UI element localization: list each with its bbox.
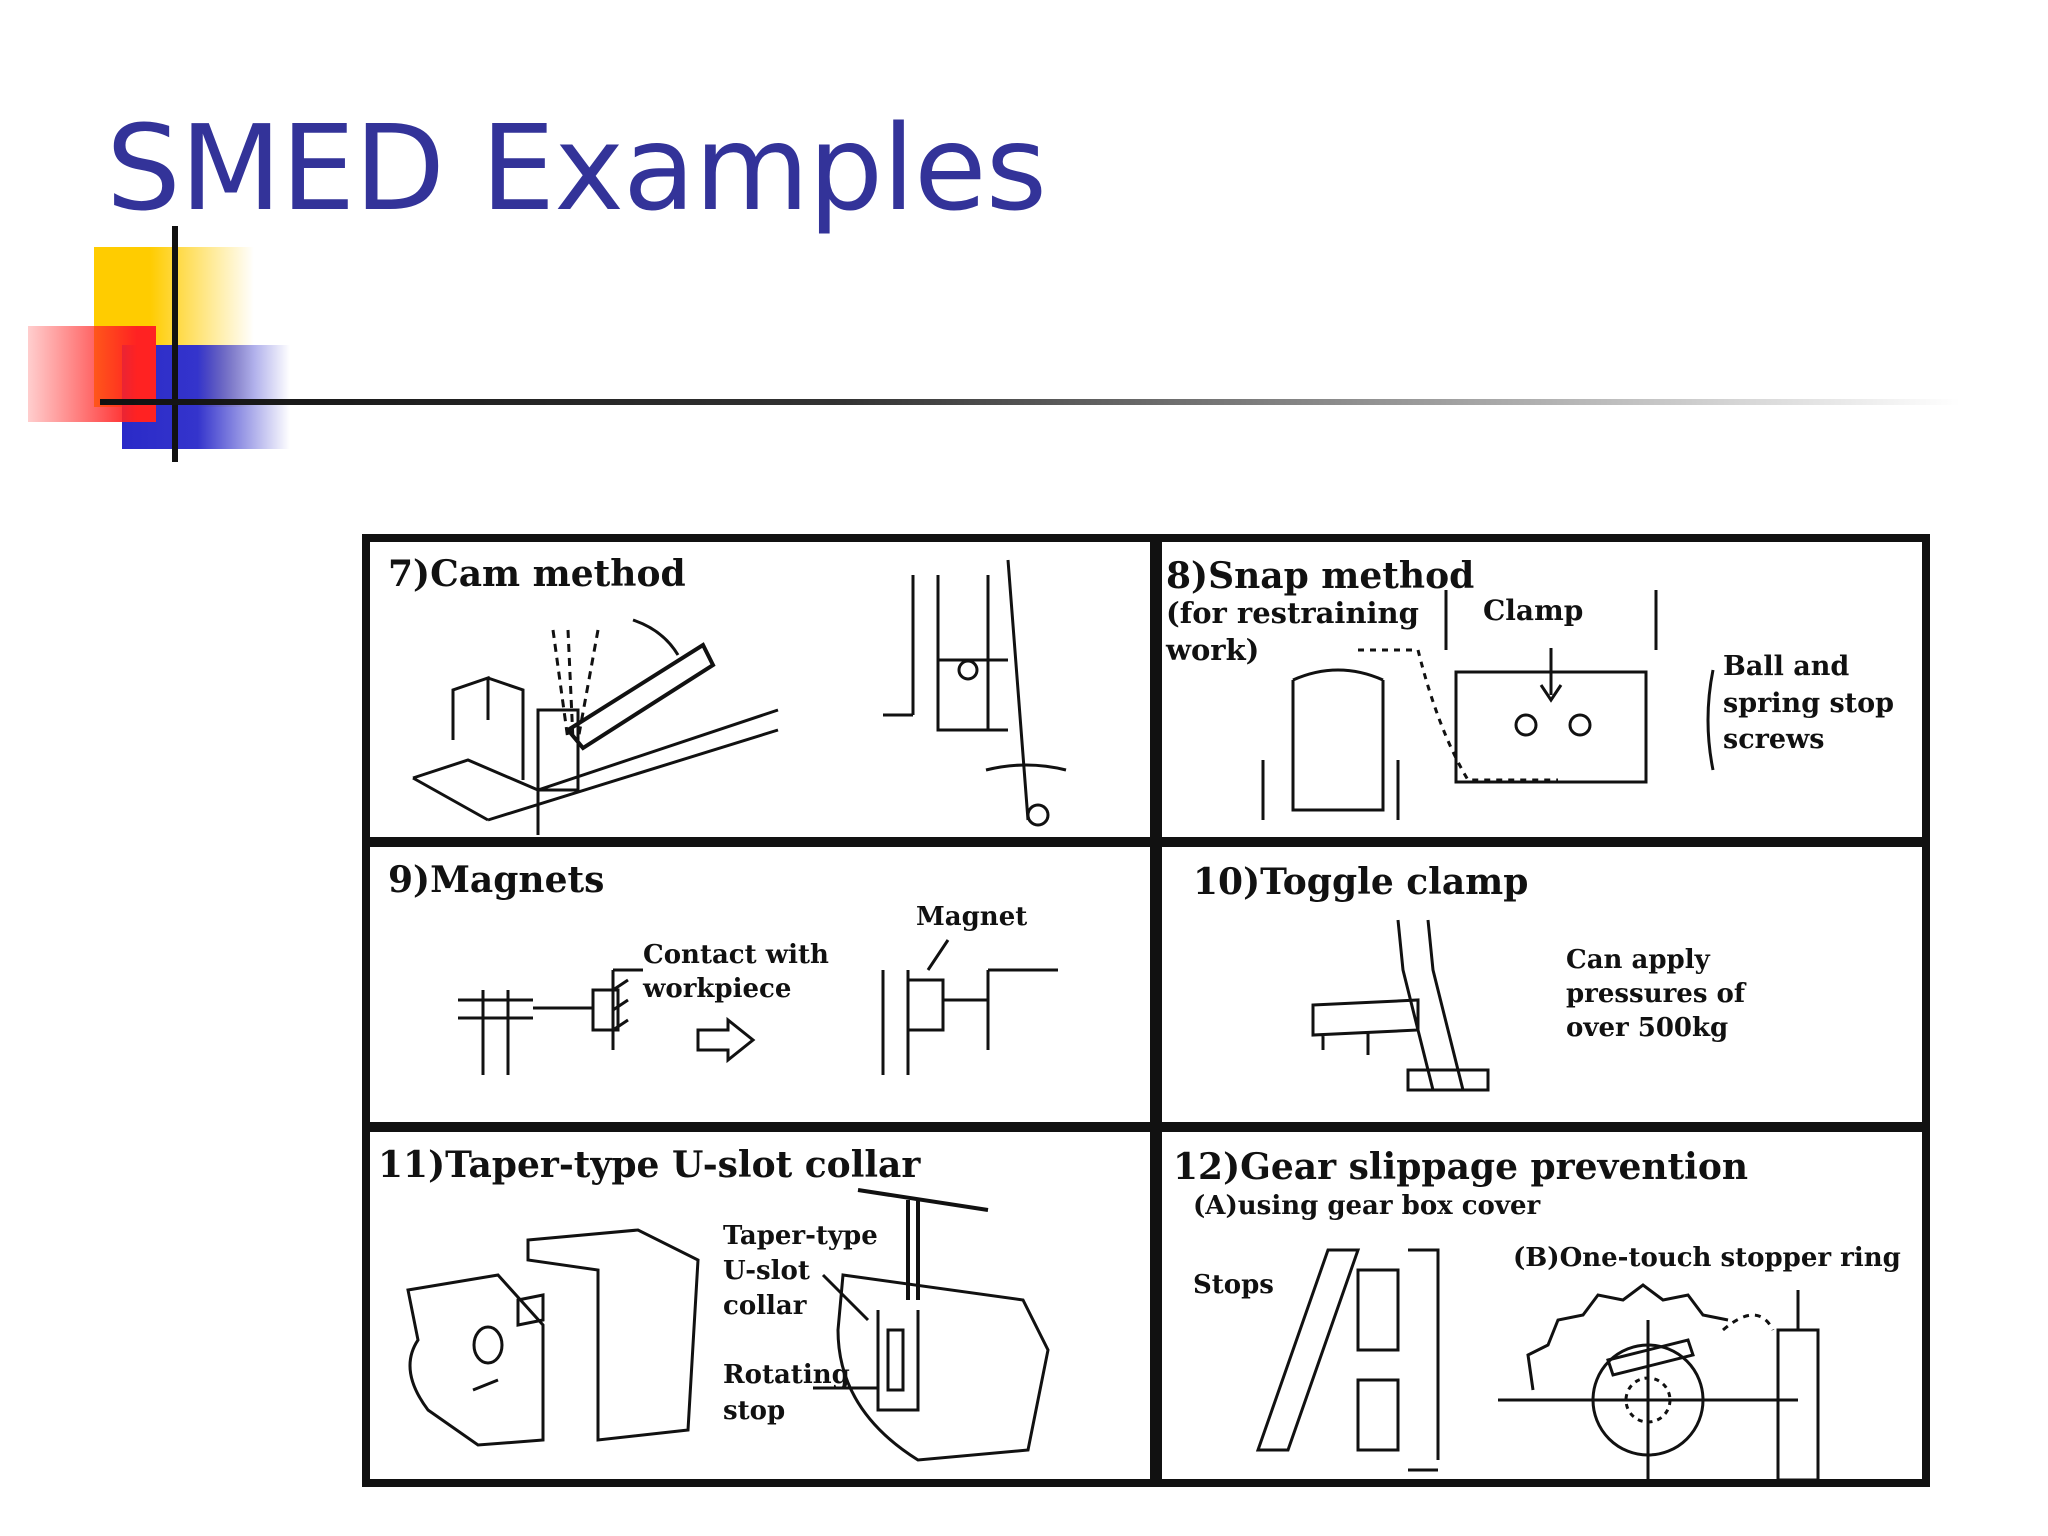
collar-right-block [836, 1273, 1050, 1462]
collar-label-1: Taper-type [723, 1221, 878, 1251]
panel-snap-method: 8)Snap method (for restraining work) Cla… [1165, 555, 1894, 820]
magnet-pointer [926, 939, 950, 971]
collar-bolt [516, 1293, 545, 1327]
cam-side-view [883, 559, 1030, 821]
smed-diagram-svg: 7)Cam method 8)Snap method (for restrain… [362, 534, 1930, 1487]
contact-label-1: Contact with [643, 940, 829, 970]
snap-workpiece [1291, 668, 1385, 812]
panel-u-slot-collar: 11)Taper-type U-slot collar Taper-type U… [378, 1144, 1050, 1462]
panel-toggle-clamp: 10)Toggle clamp Can apply pressures of o… [1193, 861, 1747, 1092]
panel-cam-method: 7)Cam method [388, 553, 1067, 835]
toggle-note-2: pressures of [1566, 979, 1747, 1009]
collar-plate-hole [472, 1325, 504, 1365]
snap-ball-right [1568, 713, 1592, 737]
ball-label-1: Ball and [1723, 651, 1849, 682]
deco-vertical-line [172, 226, 178, 462]
clamp-bracket [1444, 590, 1658, 650]
panel-12-sub-b: (B)One-touch stopper ring [1513, 1243, 1901, 1273]
panel-8-subtitle-1: (for restraining [1166, 596, 1419, 630]
snap-base [1261, 760, 1400, 820]
collar-pointer [821, 1273, 870, 1322]
panel-12-title: 12)Gear slippage prevention [1173, 1146, 1748, 1188]
gearbox-cover [1255, 1248, 1361, 1452]
panel-10-title: 10)Toggle clamp [1193, 861, 1528, 903]
cam-swing-arrow [985, 763, 1067, 772]
panel-12-sub-a: (A)using gear box cover [1193, 1191, 1541, 1221]
panel-7-title: 7)Cam method [388, 553, 686, 595]
stops-label: Stops [1193, 1270, 1274, 1300]
panel-11-title: 11)Taper-type U-slot collar [378, 1144, 921, 1186]
stopper-centerlines [1498, 1320, 1798, 1480]
toggle-base [1406, 1068, 1490, 1092]
snap-ball-left [1514, 713, 1538, 737]
stop-label-2: stop [723, 1396, 785, 1426]
smed-figure: 7)Cam method 8)Snap method (for restrain… [358, 530, 1940, 1498]
contact-label-2: workpiece [642, 974, 791, 1004]
toggle-note-1: Can apply [1566, 945, 1711, 975]
cam-arrow [632, 618, 680, 656]
gearbox-stops [1356, 1268, 1400, 1452]
gearbox-shaft [1408, 1248, 1440, 1472]
figure-frame [362, 534, 1930, 1487]
stopper-side-view [1776, 1290, 1820, 1482]
collar-label-3: collar [723, 1291, 807, 1321]
deco-red-square [28, 326, 156, 422]
title-underline [100, 399, 1960, 405]
collar-u-slot [876, 1310, 920, 1412]
panel-8-subtitle-2: work) [1165, 633, 1259, 667]
cam-lever [565, 642, 716, 751]
stop-label-1: Rotating [723, 1360, 850, 1390]
ball-label-3: screws [1723, 724, 1825, 755]
panel-9-title: 9)Magnets [388, 859, 604, 901]
toggle-arm [1311, 998, 1420, 1055]
snap-arrow [1539, 648, 1563, 703]
panel-magnets: 9)Magnets Magnet Contact with workpiece [388, 859, 1058, 1075]
magnet-left-wall [611, 968, 643, 1050]
collar-label-2: U-slot [723, 1256, 810, 1286]
panel-gear-slippage: 12)Gear slippage prevention (A)using gea… [1173, 1146, 1901, 1482]
cam-lever-swing [551, 629, 600, 741]
cam-base-outline [412, 708, 779, 835]
cam-ball [1026, 803, 1050, 827]
stopper-ring [1606, 1338, 1695, 1377]
cam-pin [957, 659, 979, 681]
magnet-transition-arrow [696, 1016, 756, 1064]
clamp-label: Clamp [1483, 594, 1583, 627]
collar-plate-slot [472, 1378, 499, 1392]
ball-label-2: spring stop [1723, 688, 1894, 719]
slide-title: SMED Examples [106, 99, 1047, 237]
panel-8-title: 8)Snap method [1166, 555, 1474, 597]
ball-brace [1706, 669, 1715, 771]
magnet-left-assembly [458, 988, 620, 1075]
magnet-right-assembly [881, 968, 1058, 1075]
collar-block [526, 1228, 700, 1442]
stopper-gear-teeth [1526, 1283, 1729, 1391]
cam-angle-block [451, 675, 525, 780]
collar-plate [406, 1273, 545, 1447]
snap-dashed-path [1358, 648, 1558, 782]
cam-clamp-block [536, 708, 580, 792]
magnet-label: Magnet [916, 902, 1027, 932]
toggle-note-3: over 500kg [1566, 1013, 1728, 1043]
